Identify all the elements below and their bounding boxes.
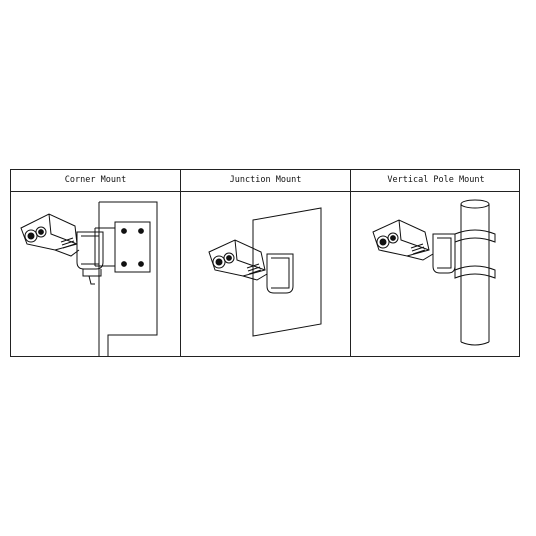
camera-lens: [376, 235, 390, 249]
bracket-screw: [121, 261, 127, 267]
column-divider: [180, 170, 181, 356]
camera-lens: [223, 252, 235, 264]
junction-box-inner: [437, 237, 452, 269]
junction-box: [432, 233, 456, 274]
bracket-arm: [94, 227, 115, 267]
camera-edge: [398, 219, 430, 251]
corner-mount-illustration: [20, 201, 158, 356]
junction-box: [266, 253, 294, 294]
pole: [460, 204, 490, 342]
pole-bottom: [460, 341, 490, 346]
camera-vent: [60, 237, 76, 249]
bracket-screw: [138, 261, 144, 267]
camera-lens-center: [27, 232, 35, 240]
camera-lens: [387, 232, 399, 244]
camera-edge: [48, 213, 78, 245]
table-header-row: Corner Mount Junction Mount Vertical Pol…: [11, 170, 519, 192]
camera-lens: [212, 255, 226, 269]
corner-mount-title: Corner Mount: [64, 175, 127, 185]
camera-body: [20, 213, 78, 251]
camera-lens: [35, 226, 47, 238]
junction-mount-panel: [181, 192, 350, 357]
camera-lens-center: [38, 229, 44, 235]
junction-mount-title: Junction Mount: [229, 175, 302, 185]
camera-neck: [406, 253, 434, 261]
vertical-pole-mount-panel: [351, 192, 520, 357]
junction-box-inner: [271, 257, 290, 289]
camera-lens-center: [226, 255, 232, 261]
pole-clamp-upper: [454, 229, 496, 243]
vertical-pole-mount-title: Vertical Pole Mount: [387, 175, 485, 185]
column-divider: [350, 170, 351, 356]
camera-vent: [246, 263, 262, 275]
camera-lens-center: [379, 238, 387, 246]
pole-clamp-lower: [454, 265, 496, 279]
corner-bracket-plate: [114, 221, 151, 273]
corner-wall: [98, 201, 158, 356]
junction-box: [76, 231, 104, 270]
camera-vent: [410, 243, 426, 255]
camera-neck: [242, 273, 268, 281]
camera-lens-center: [215, 258, 223, 266]
mount-options-table: Corner Mount Junction Mount Vertical Pol…: [10, 169, 520, 357]
junction-mount-illustration: [208, 207, 322, 337]
corner-mount-panel: [11, 192, 180, 357]
junction-box-base: [82, 269, 102, 277]
bracket-screw: [121, 228, 127, 234]
vertical-pole-mount-illustration: [372, 199, 496, 346]
camera-lens-center: [390, 235, 396, 241]
camera-neck: [54, 249, 80, 257]
cable: [88, 275, 95, 285]
bracket-screw: [138, 228, 144, 234]
camera-lens: [24, 229, 38, 243]
wall-panel: [252, 207, 322, 337]
junction-box-inner: [81, 235, 100, 265]
pole-top: [460, 199, 490, 209]
camera-edge: [234, 239, 266, 271]
